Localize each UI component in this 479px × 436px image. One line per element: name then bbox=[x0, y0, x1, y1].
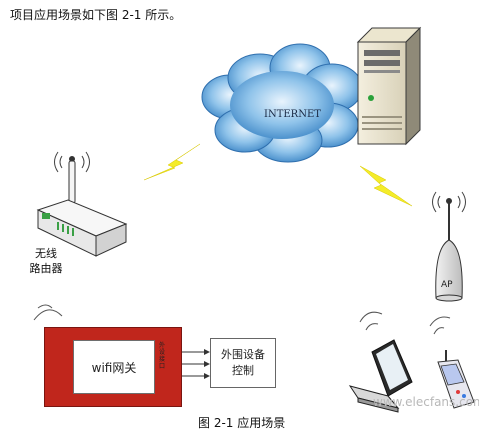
peripheral-label-line1: 外围设备 bbox=[221, 348, 265, 361]
cloud-label: INTERNET bbox=[264, 109, 321, 120]
watermark: www.elecfans.com bbox=[373, 395, 479, 409]
peripheral-control-box: 外围设备 控制 bbox=[210, 338, 276, 388]
wifi-signal-icon bbox=[33, 309, 63, 321]
gateway-label: wifi网关 bbox=[91, 360, 137, 375]
data-arrows bbox=[180, 349, 210, 379]
gateway-interface-label: 外设接口 bbox=[159, 342, 166, 370]
intro-text: 项目应用场景如下图 2-1 所示。 bbox=[10, 8, 182, 22]
lightning-bolt-icon bbox=[359, 165, 413, 207]
access-point-icon bbox=[432, 191, 466, 302]
router-label-line2: 路由器 bbox=[29, 262, 63, 275]
lightning-bolt-icon bbox=[143, 143, 201, 181]
peripheral-label-line2: 控制 bbox=[232, 364, 254, 377]
router-label: 无线 路由器 bbox=[24, 246, 68, 276]
wifi-gateway-box: wifi网关 bbox=[73, 340, 155, 394]
wifi-signal-icon bbox=[37, 304, 53, 309]
mobile-phone-icon bbox=[429, 316, 475, 409]
laptop-icon bbox=[348, 311, 413, 413]
wireless-router-icon bbox=[36, 151, 128, 257]
server-icon bbox=[356, 26, 422, 146]
router-label-line1: 无线 bbox=[35, 247, 57, 260]
figure-caption: 图 2-1 应用场景 bbox=[198, 416, 286, 430]
ap-label: AP bbox=[441, 280, 453, 290]
wifi-gateway-module: wifi网关 外设接口 bbox=[44, 327, 182, 407]
internet-cloud bbox=[201, 43, 363, 163]
